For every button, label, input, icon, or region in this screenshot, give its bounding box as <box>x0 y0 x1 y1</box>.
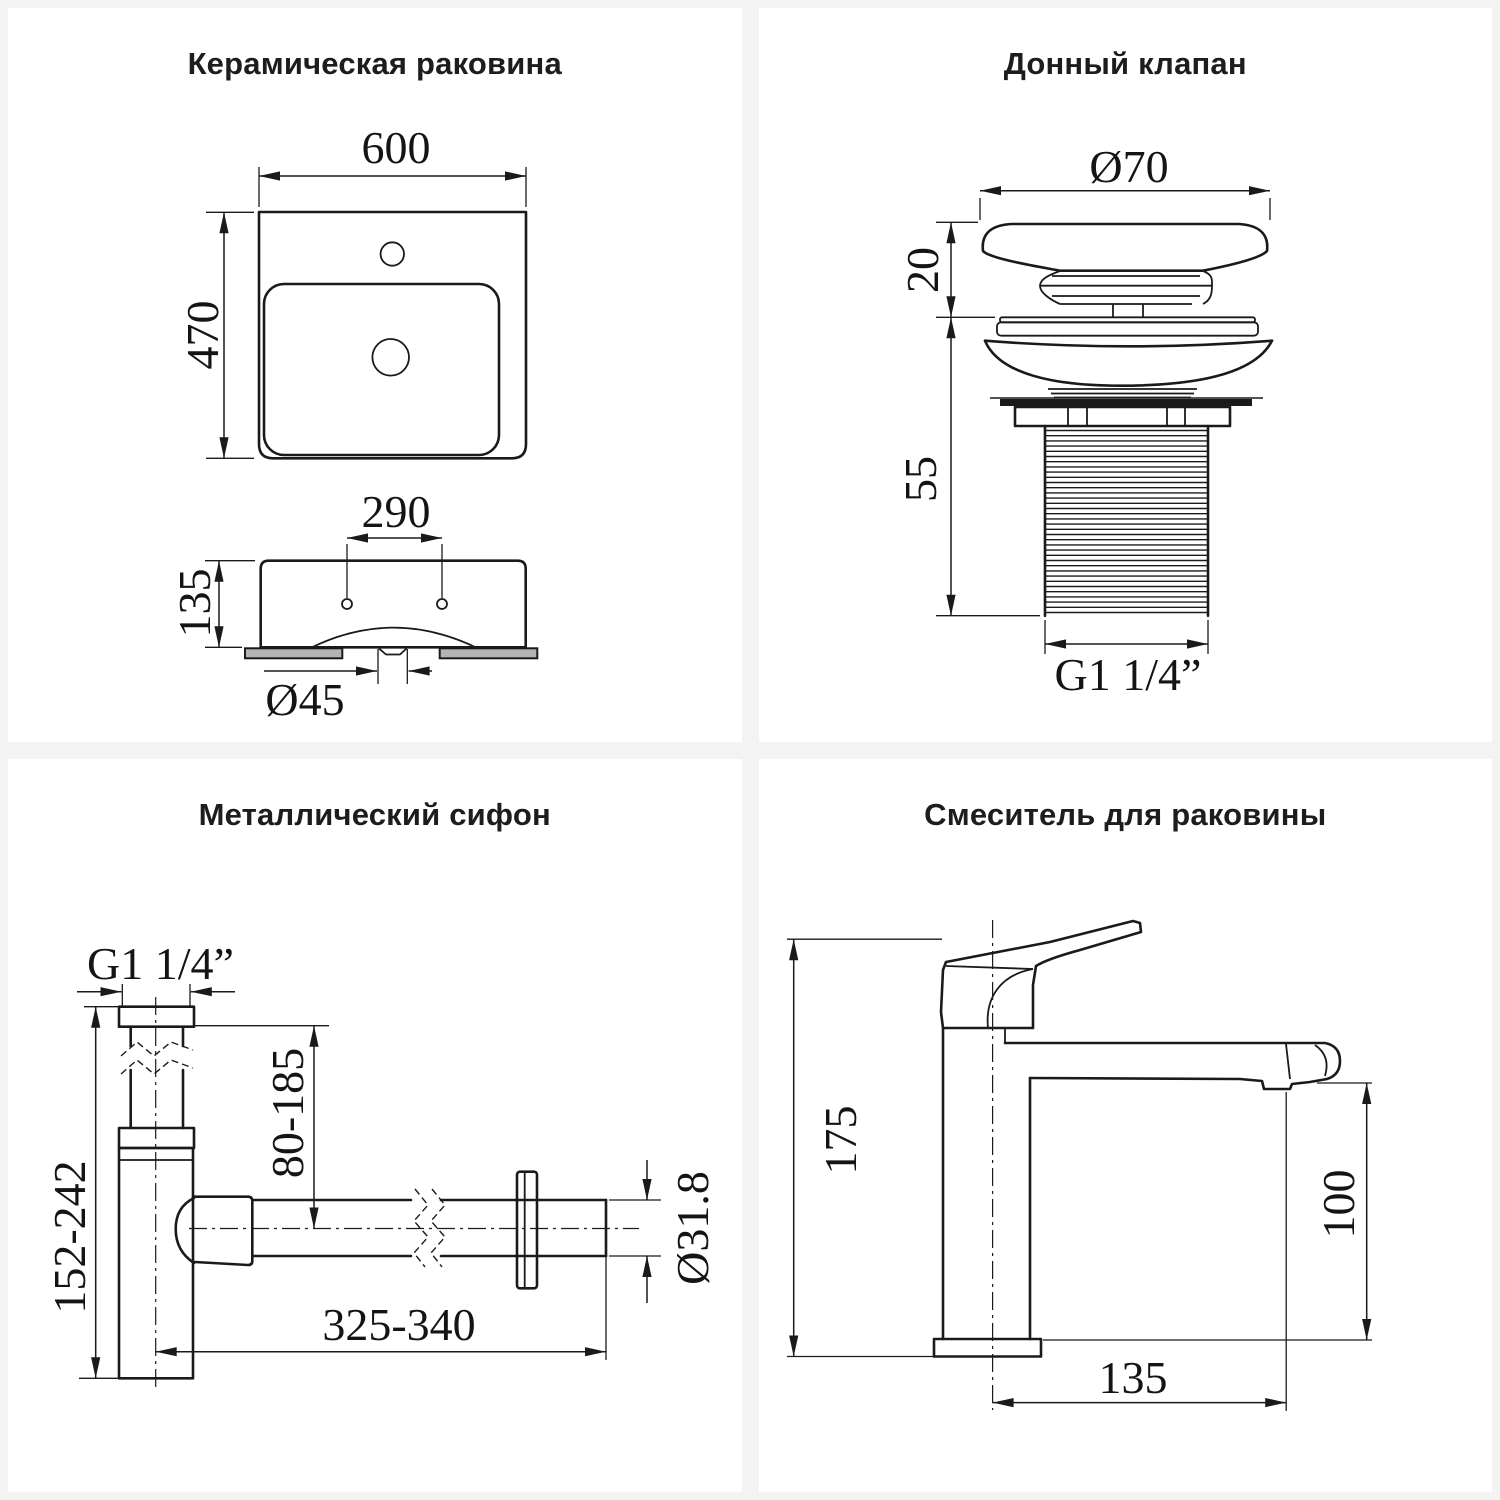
valve-cap <box>980 222 1269 318</box>
panel-title: Керамическая раковина <box>187 46 562 81</box>
panel-title: Смеситель для раковины <box>924 796 1327 832</box>
dim-label-inlet-range: 80-185 <box>262 1047 313 1177</box>
dim-label-thread-length: 55 <box>895 456 946 502</box>
mixer-body <box>932 919 1341 1410</box>
dim-label-pipe-diameter: Ø31.8 <box>667 1171 718 1285</box>
valve-drawing: Ø70 20 55 G1 1/4” <box>895 141 1273 700</box>
sink-top-view-dimensions: 600 470 <box>177 122 527 459</box>
panel-title: Металлический сифон <box>198 796 551 832</box>
panel-basin-mixer: Смеситель для раковины <box>758 758 1492 1492</box>
dim-label-depth: 470 <box>177 301 228 370</box>
dim-label-spout-height: 100 <box>1313 1169 1364 1238</box>
dim-label-thread-size: G1 1/4” <box>1054 649 1201 700</box>
dim-label-total-height: 175 <box>815 1105 866 1174</box>
siphon-body <box>117 996 639 1390</box>
mixer-dimensions: 175 100 135 <box>786 938 1372 1411</box>
panel-metal-siphon: Металлический сифон <box>8 758 742 1492</box>
dim-label-cap-height: 20 <box>897 247 948 293</box>
dim-label-cap-diameter: Ø70 <box>1089 141 1168 192</box>
valve-dimensions: Ø70 20 55 G1 1/4” <box>895 141 1271 700</box>
valve-thread-lines <box>1044 429 1208 614</box>
panel-bottom-valve: Донный клапан <box>758 8 1492 742</box>
dim-label-height-range: 152-242 <box>44 1160 95 1313</box>
dim-label-spout-reach: 135 <box>1098 1352 1167 1403</box>
dim-label-drain: Ø45 <box>265 674 344 725</box>
dim-label-thread-size: G1 1/4” <box>87 938 234 989</box>
valve-body <box>983 316 1273 618</box>
mixer-drawing: 175 100 135 <box>786 919 1372 1411</box>
panel-ceramic-sink: Керамическая раковина 600 <box>8 8 742 742</box>
dim-label-width: 600 <box>362 122 431 173</box>
sink-front-view <box>244 559 539 660</box>
sink-top-view <box>257 210 528 460</box>
siphon-dimensions: G1 1/4” 152-242 80-185 Ø31.8 325- <box>44 938 718 1379</box>
panel-title: Донный клапан <box>1003 46 1247 81</box>
dim-label-height: 135 <box>169 569 220 638</box>
siphon-drawing: G1 1/4” 152-242 80-185 Ø31.8 325- <box>44 938 718 1390</box>
dim-label-hole-spacing: 290 <box>362 486 431 537</box>
dim-label-length-range: 325-340 <box>322 1299 475 1350</box>
sink-front-view-dimensions: 290 135 Ø45 <box>169 486 443 725</box>
sink-drawing: 600 470 <box>169 122 539 725</box>
